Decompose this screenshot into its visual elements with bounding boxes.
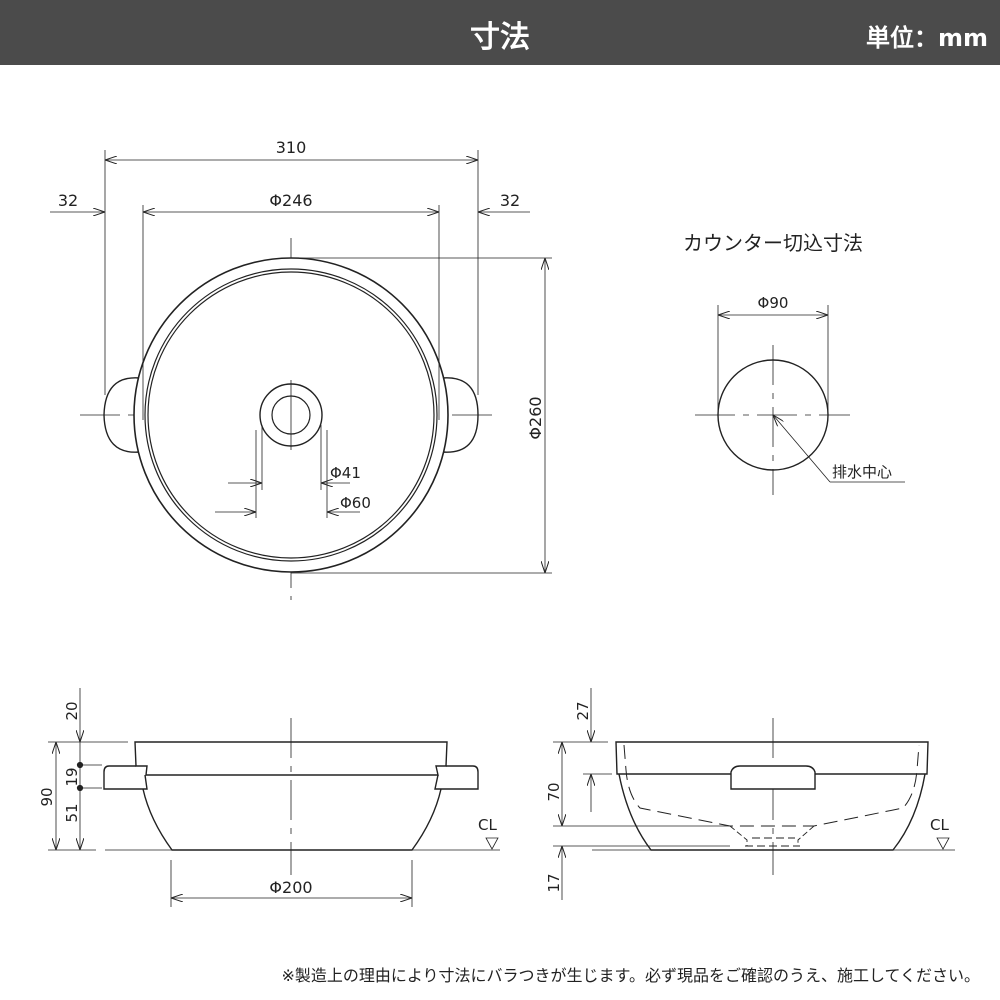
header-bar: 寸法 単位：mm — [0, 0, 1000, 65]
dim-32-left: 32 — [58, 191, 78, 210]
dim-90-height: 90 — [38, 787, 56, 806]
footnote: ※製造上の理由により寸法にバラつきが生じます。必ず現品をご確認のうえ、施工してく… — [281, 966, 980, 985]
counter-cutout: カウンター切込寸法 Φ90 排水中心 — [683, 231, 905, 495]
cl-label-left: CL — [478, 816, 497, 834]
side-view-side: 27 70 17 CL — [545, 688, 955, 900]
dim-90: Φ90 — [758, 294, 789, 312]
dim-41: Φ41 — [330, 464, 361, 482]
dim-20: 20 — [63, 701, 81, 720]
drain-center-label: 排水中心 — [832, 463, 892, 481]
dim-70: 70 — [545, 782, 563, 801]
dim-32-right: 32 — [500, 191, 520, 210]
dim-27: 27 — [574, 701, 592, 720]
dim-60: Φ60 — [340, 494, 371, 512]
dim-200: Φ200 — [269, 878, 312, 897]
dim-51: 51 — [63, 803, 81, 822]
dim-310: 310 — [276, 138, 307, 157]
dim-246: Φ246 — [269, 191, 312, 210]
dim-19: 19 — [63, 767, 81, 786]
side-view-front: 20 90 19 51 Φ200 CL — [38, 688, 500, 907]
dim-17: 17 — [545, 873, 563, 892]
cl-label-right: CL — [930, 816, 949, 834]
page-title: 寸法 — [470, 20, 530, 55]
top-view: 310 Φ246 32 32 Φ260 Φ41 Φ60 — [50, 138, 552, 600]
cutout-title: カウンター切込寸法 — [683, 231, 863, 255]
unit-label: 単位：mm — [865, 24, 988, 52]
dim-260: Φ260 — [526, 396, 545, 439]
